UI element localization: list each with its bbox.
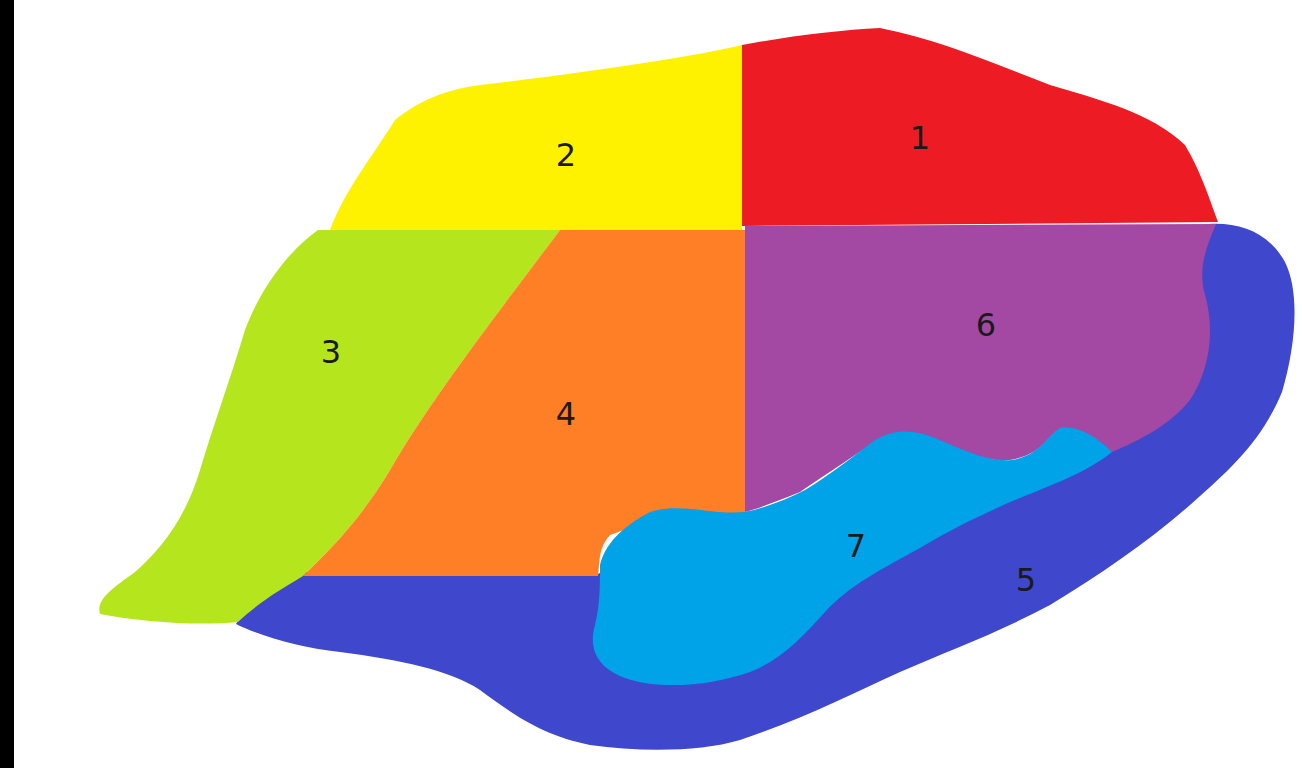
region-number: 3 <box>321 336 341 368</box>
region-7 <box>593 428 1112 685</box>
region-2 <box>330 45 742 230</box>
region-number: 6 <box>976 309 996 341</box>
region-number: 4 <box>556 398 576 430</box>
region-1 <box>742 28 1218 226</box>
region-number: 7 <box>846 530 866 562</box>
region-number: 2 <box>556 139 576 171</box>
region-number: 5 <box>1016 564 1036 596</box>
region-number: 1 <box>910 122 930 154</box>
edge-bar <box>0 0 14 768</box>
